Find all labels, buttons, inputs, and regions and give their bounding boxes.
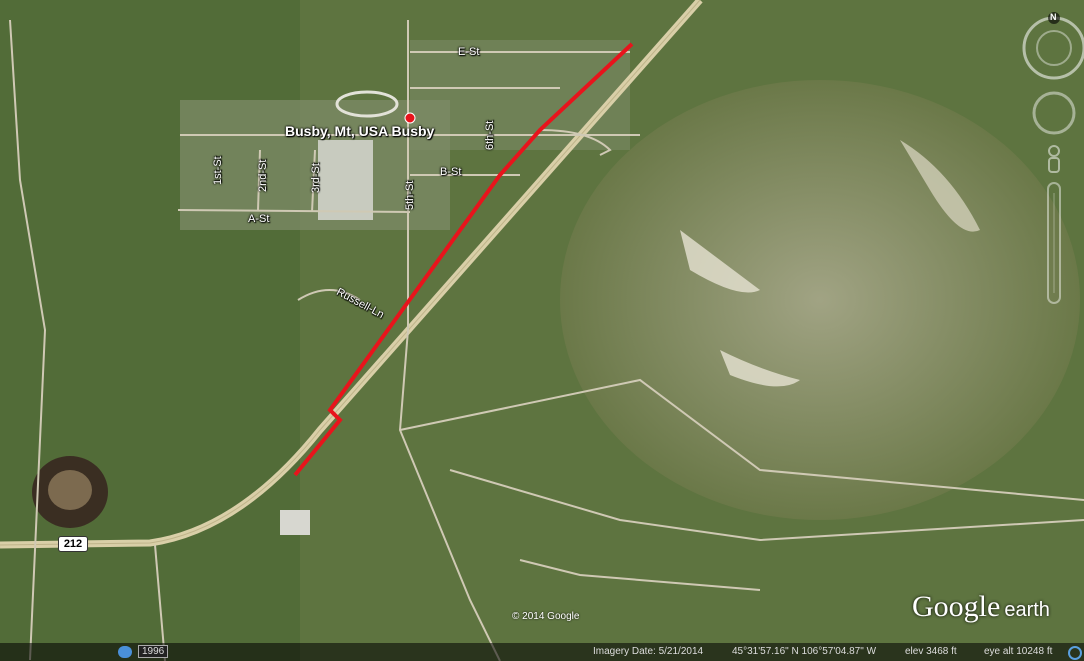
eye-altitude: eye alt 10248 ft: [984, 646, 1053, 657]
bare-ridge: [720, 350, 800, 387]
building: [280, 510, 310, 535]
street-label-a-st: A-St: [248, 213, 270, 225]
running-track: [335, 90, 399, 118]
coordinates: 45°31'57.16" N 106°57'04.87" W: [732, 646, 877, 657]
look-joystick-icon[interactable]: [1032, 91, 1076, 135]
highway-212: [0, 0, 701, 546]
street-label-3rd-st: 3rd-St: [310, 163, 322, 193]
copyright-text: © 2014 Google: [512, 611, 580, 622]
street-label-e-st: E-St: [458, 46, 480, 58]
navigation-controls: N: [1018, 8, 1084, 308]
eroded-hills: [560, 80, 1080, 520]
streaming-indicator-icon: [1068, 646, 1082, 660]
imagery-date: Imagery Date: 5/21/2014: [593, 646, 704, 657]
local-roads: [9, 19, 1084, 661]
zoom-slider-icon[interactable]: [1047, 182, 1061, 304]
north-label: N: [1050, 12, 1057, 22]
place-label: Busby, Mt, USA Busby: [285, 123, 435, 139]
brand-earth: earth: [1004, 599, 1050, 621]
year-badge[interactable]: 1996: [138, 645, 169, 658]
street-label-1st-st: 1st-St: [212, 156, 224, 185]
bare-ridge: [680, 230, 760, 293]
elevation: elev 3468 ft: [905, 646, 957, 657]
school-buildings: [318, 140, 373, 220]
dark-depression: [48, 470, 92, 510]
brand-google: Google: [912, 590, 1001, 623]
google-earth-logo: Google earth: [912, 590, 1050, 624]
pan-person-icon[interactable]: [1048, 145, 1060, 173]
compass-ring-icon[interactable]: [1022, 12, 1084, 80]
historical-imagery-icon[interactable]: [118, 646, 132, 658]
status-bar: 1996 Imagery Date: 5/21/2014 45°31'57.16…: [0, 643, 1084, 661]
route-line: [293, 42, 634, 477]
street-label-5th-st: 5th-St: [404, 180, 416, 210]
highway-shield: 212: [58, 536, 88, 552]
street-label-2nd-st: 2nd-St: [257, 159, 269, 192]
place-marker-icon: [404, 112, 416, 124]
town-area: [410, 40, 630, 150]
street-label-6th-st: 6th-St: [484, 120, 496, 150]
street-label-b-st: B-St: [440, 166, 462, 178]
bare-ridge: [900, 140, 980, 232]
